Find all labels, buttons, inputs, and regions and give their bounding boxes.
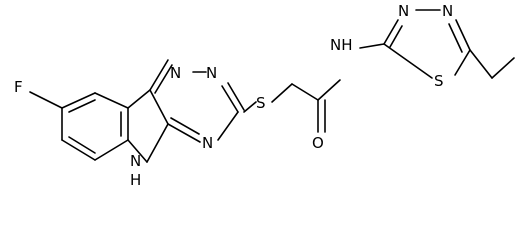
c-f-bond	[29, 91, 63, 109]
indole-n-label: N	[130, 152, 141, 170]
structure-svg: F N N N S O NH N N S N H	[14, 2, 515, 189]
linker-chain	[243, 43, 385, 133]
indole-h-label: H	[130, 171, 141, 189]
triazine-n-bottom-label: N	[202, 134, 213, 152]
triazine-n-top-left-label: N	[170, 64, 181, 82]
ethyl-group	[469, 49, 515, 79]
triazine-n-top-right-label: N	[206, 64, 217, 82]
triazine-ring	[149, 59, 245, 143]
thiadiazole-n-right-label: N	[442, 2, 453, 20]
thiadiazole-n-left-label: N	[398, 2, 409, 20]
amide-nh-label: NH	[330, 36, 353, 54]
thiadiazole-sulfur-label: S	[434, 72, 444, 90]
pyrrole-ring	[127, 89, 169, 163]
fluorine-label: F	[14, 78, 23, 96]
benzene-ring	[61, 92, 129, 161]
carbonyl-oxygen-label: O	[312, 134, 324, 152]
thiadiazole-ring	[383, 9, 471, 79]
thioether-sulfur-label: S	[256, 94, 266, 112]
molecule-diagram: F N N N S O NH N N S N H	[14, 2, 515, 189]
